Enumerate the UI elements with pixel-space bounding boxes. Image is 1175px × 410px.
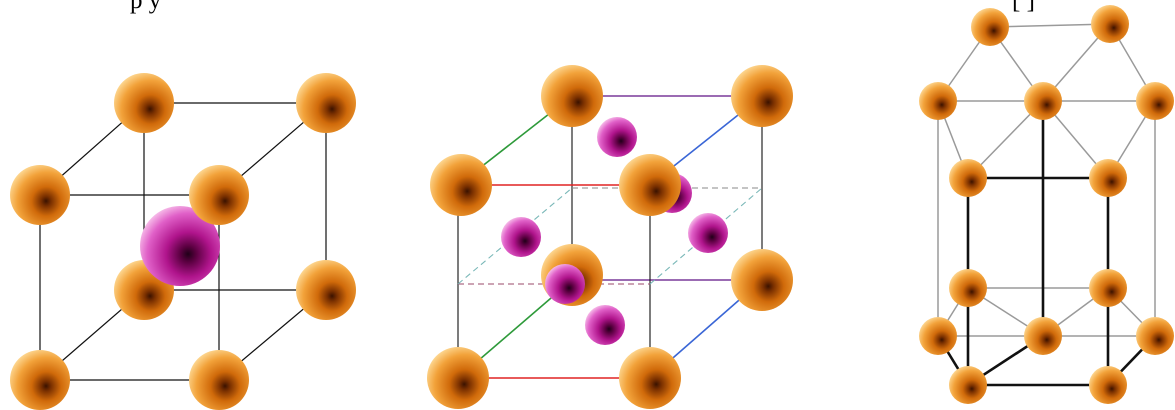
orange-sphere-icon [296, 73, 356, 133]
top-caption-fragment: p y [ ] [0, 0, 1175, 17]
bcc-atoms [10, 73, 356, 410]
fcc-atoms [427, 65, 793, 409]
orange-sphere-icon [619, 347, 681, 409]
orange-sphere-icon [619, 154, 681, 216]
orange-sphere-icon [10, 350, 70, 410]
magenta-sphere-icon [585, 305, 625, 345]
orange-sphere-icon [189, 165, 249, 225]
orange-sphere-icon [541, 65, 603, 127]
orange-sphere-icon [1024, 82, 1062, 120]
orange-sphere-icon [949, 366, 987, 404]
orange-sphere-icon [731, 65, 793, 127]
orange-sphere-icon [949, 269, 987, 307]
magenta-sphere-icon [597, 117, 637, 157]
orange-sphere-icon [114, 73, 174, 133]
caption-fragment-left: p y [130, 0, 162, 14]
orange-sphere-icon [919, 82, 957, 120]
bcc-cell-panel [10, 73, 356, 410]
orange-sphere-icon [427, 347, 489, 409]
orange-sphere-icon [1136, 82, 1174, 120]
orange-sphere-icon [1024, 317, 1062, 355]
magenta-sphere-icon [545, 264, 585, 304]
orange-sphere-icon [430, 154, 492, 216]
orange-sphere-icon [296, 260, 356, 320]
hcp-atoms [919, 5, 1174, 404]
fcc-cell-panel [427, 65, 793, 409]
orange-sphere-icon [1091, 5, 1129, 43]
hcp-cell-panel [919, 5, 1174, 404]
magenta-sphere-icon [688, 213, 728, 253]
orange-sphere-icon [10, 165, 70, 225]
orange-sphere-icon [919, 317, 957, 355]
magenta-sphere-icon [140, 206, 220, 286]
orange-sphere-icon [731, 249, 793, 311]
orange-sphere-icon [949, 159, 987, 197]
orange-sphere-icon [1089, 159, 1127, 197]
magenta-sphere-icon [501, 217, 541, 257]
orange-sphere-icon [1089, 366, 1127, 404]
orange-sphere-icon [971, 8, 1009, 46]
orange-sphere-icon [1136, 317, 1174, 355]
caption-fragment-right: [ ] [1012, 0, 1035, 14]
orange-sphere-icon [189, 350, 249, 410]
orange-sphere-icon [1089, 269, 1127, 307]
